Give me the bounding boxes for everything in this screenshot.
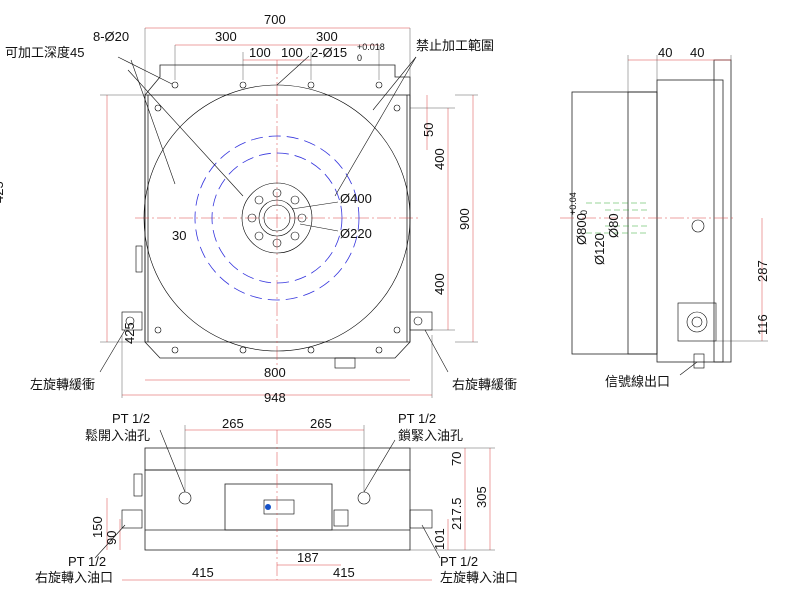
dim-dia120: Ø120 (592, 233, 607, 265)
dim-dia220: Ø220 (340, 226, 372, 241)
nameplate-housing (224, 483, 333, 531)
dim-116: 116 (755, 314, 770, 335)
side-base (656, 79, 724, 363)
depth-label: 可加工深度45 (5, 45, 84, 60)
dim-900: 900 (457, 208, 472, 230)
dim-40-right: 40 (690, 45, 704, 60)
dim-300-left: 300 (215, 29, 237, 44)
dim-100-right: 100 (281, 45, 303, 60)
dim-150: 150 (90, 516, 105, 538)
dim-948: 948 (264, 390, 286, 405)
pt-top-left: PT 1/2 (112, 411, 150, 426)
dim-400-bottom: 400 (432, 273, 447, 295)
logo-dot (265, 504, 271, 510)
hole-2-tol-upper: +0.018 (357, 42, 385, 52)
release-oil-label: 鬆開入油孔 (85, 428, 150, 443)
right-buffer-label: 右旋轉緩衝 (452, 377, 517, 392)
dim-217-5: 217.5 (449, 497, 464, 530)
dim-dia400: Ø400 (340, 191, 372, 206)
bottom-fitting (334, 357, 356, 369)
lock-oil-label: 鎖緊入油孔 (398, 428, 463, 443)
left-rotate-oil-fitting (409, 509, 433, 529)
lock-oil-port (357, 491, 371, 505)
right-buffer-fitting (409, 311, 433, 331)
dim-425-bottom: 425 (122, 322, 137, 344)
table-plate-outline (144, 64, 411, 359)
dim-dia80: Ø80 (606, 213, 621, 238)
release-oil-port (178, 491, 192, 505)
signal-port (691, 219, 705, 233)
side-view: 40 40 Ø800 Ø120 +0.04 0 Ø80 287 116 信號線出… (560, 45, 770, 389)
mounting-holes-8 (154, 81, 401, 354)
dim-100-left: 100 (249, 45, 271, 60)
right-rotate-oil-fitting (121, 509, 143, 529)
holes-8-label: 8-Ø20 (93, 29, 129, 44)
left-buffer-label: 左旋轉緩衝 (30, 377, 95, 392)
signal-fitting-front (333, 509, 349, 527)
hole-2-tol-lower: 0 (357, 53, 362, 63)
hub-outer (241, 182, 313, 254)
front-top-plate (144, 447, 411, 471)
signal-connector-flange (677, 302, 717, 342)
dim-400-top: 400 (432, 148, 447, 170)
pt-bottom-right: PT 1/2 (440, 554, 478, 569)
dim-dia120-tol-upper: +0.04 (568, 192, 578, 215)
front-view: PT 1/2 鬆開入油孔 PT 1/2 鎖緊入油孔 PT 1/2 右旋轉入油口 … (35, 411, 518, 585)
left-rotate-oil-label: 左旋轉入油口 (440, 570, 518, 585)
signal-outlet-label: 信號線出口 (605, 374, 670, 389)
pt-top-right: PT 1/2 (398, 411, 436, 426)
dim-415-right: 415 (333, 565, 355, 580)
dim-265-left: 265 (222, 416, 244, 431)
dim-800: 800 (264, 365, 286, 380)
dim-300-right: 300 (316, 29, 338, 44)
right-rotate-oil-label: 右旋轉入油口 (35, 570, 113, 585)
dia400-hidden-circle (194, 135, 360, 301)
hole-2-label: 2-Ø15 (311, 45, 347, 60)
left-buffer-fitting (121, 245, 143, 331)
nameplate (263, 499, 295, 515)
dim-50: 50 (421, 123, 436, 137)
dim-415-left: 415 (192, 565, 214, 580)
dim-40-left: 40 (658, 45, 672, 60)
dim-30: 30 (172, 228, 186, 243)
dim-101: 101 (432, 528, 447, 550)
hub-bore (258, 199, 296, 237)
dim-70: 70 (449, 452, 464, 466)
hub-bolt-holes (247, 188, 307, 248)
dim-187: 187 (297, 550, 319, 565)
dim-90: 90 (104, 531, 119, 545)
no-machining-label: 禁止加工範圍 (416, 38, 494, 53)
dim-265-right: 265 (310, 416, 332, 431)
dim-dia800: Ø800 (574, 213, 589, 245)
top-view: 8-Ø20 可加工深度45 2-Ø15 +0.018 0 禁止加工範圍 左旋轉緩… (0, 12, 517, 405)
dia220-hidden-circle (211, 152, 343, 284)
dim-dia120-tol-lower: 0 (579, 210, 589, 215)
dim-287: 287 (755, 260, 770, 282)
pt-bottom-left: PT 1/2 (68, 554, 106, 569)
dim-700: 700 (264, 12, 286, 27)
dim-425-top: 425 (0, 181, 6, 203)
dim-305: 305 (474, 486, 489, 508)
